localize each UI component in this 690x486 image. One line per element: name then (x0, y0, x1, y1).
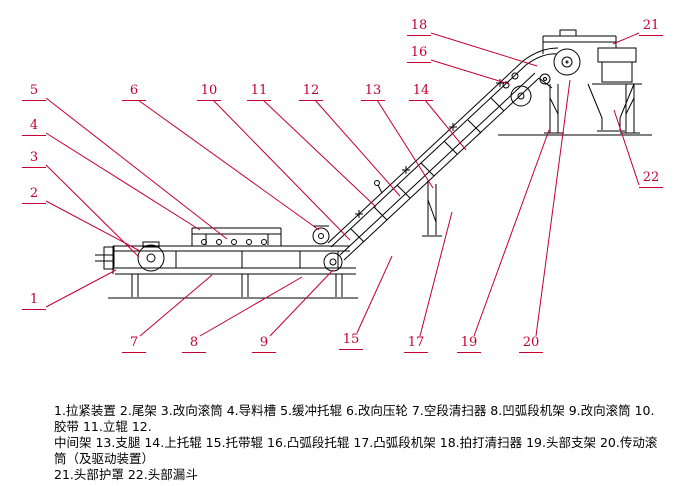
head-funnel (587, 83, 635, 132)
tail-pulley (137, 241, 165, 272)
leader-17 (419, 211, 453, 337)
leader-13 (376, 99, 434, 189)
tail-frame (112, 245, 356, 297)
part-label-4: 4 (22, 119, 46, 136)
upper-idler-marks (355, 79, 504, 218)
leader-8 (199, 276, 303, 337)
leader-9 (269, 269, 334, 337)
leader-7 (139, 274, 213, 337)
incline-frame (327, 60, 540, 261)
part-label-14: 14 (409, 84, 433, 101)
part-label-10: 10 (197, 84, 221, 101)
part-label-11: 11 (247, 84, 271, 101)
loading-chute (191, 227, 282, 246)
part-label-21: 21 (639, 19, 663, 36)
leader-19 (473, 129, 550, 337)
concave-bend-pulley (323, 252, 343, 272)
part-label-16: 16 (407, 46, 431, 63)
leader-1 (45, 269, 117, 308)
leader-22 (613, 109, 640, 186)
part-label-20: 20 (519, 336, 543, 353)
support-legs (422, 180, 442, 237)
leader-12 (314, 99, 401, 197)
part-label-8: 8 (182, 336, 206, 353)
leader-20 (535, 79, 571, 337)
part-label-15: 15 (339, 333, 363, 350)
legend-line-3: 21.头部护罩 22.头部漏斗 (54, 467, 198, 482)
leader-10 (212, 99, 351, 241)
head-hood (542, 29, 617, 54)
bend-press-wheel (312, 225, 330, 245)
leader-15 (356, 255, 393, 334)
part-label-22: 22 (639, 171, 663, 188)
part-label-7: 7 (122, 336, 146, 353)
drive-pulley (539, 48, 581, 85)
black-linework (95, 29, 652, 299)
part-label-3: 3 (22, 151, 46, 168)
part-label-6: 6 (122, 84, 146, 101)
vertical-roller (374, 180, 383, 194)
part-label-2: 2 (22, 187, 46, 204)
legend-line-1: 1.拉紧装置 2.尾架 3.改向滚筒 4.导料槽 5.缓冲托辊 6.改向压轮 7… (54, 403, 655, 434)
leader-lines (45, 32, 640, 337)
part-label-12: 12 (299, 84, 323, 101)
leader-3 (45, 164, 140, 258)
part-label-9: 9 (252, 336, 276, 353)
leader-18 (430, 32, 538, 67)
part-label-1: 1 (22, 293, 46, 310)
part-label-5: 5 (22, 84, 46, 101)
leader-4 (45, 132, 201, 231)
drive-unit (592, 47, 642, 85)
leader-16 (430, 59, 510, 85)
part-label-13: 13 (361, 84, 385, 101)
head-support (498, 84, 652, 136)
part-label-18: 18 (407, 19, 431, 36)
leader-5 (45, 97, 228, 240)
legend: 1.拉紧装置 2.尾架 3.改向滚筒 4.导料槽 5.缓冲托辊 6.改向压轮 7… (54, 403, 660, 483)
leader-6 (137, 99, 320, 231)
part-label-17: 17 (404, 336, 428, 353)
leader-21 (612, 32, 640, 45)
part-label-19: 19 (457, 336, 481, 353)
leader-11 (262, 99, 377, 208)
take-up-device (95, 246, 115, 270)
leader-14 (424, 99, 467, 151)
legend-line-2: 中间架 13.支腿 14.上托辊 15.托带辊 16.凸弧段托辊 17.凸弧段机… (54, 435, 658, 466)
